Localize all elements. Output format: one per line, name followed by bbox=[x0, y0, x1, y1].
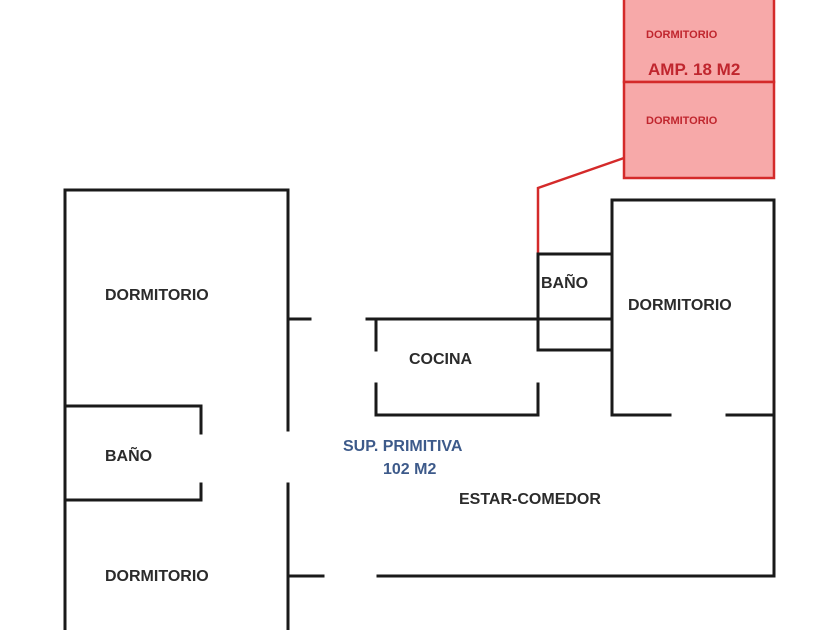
extension-room-bottom-label: DORMITORIO bbox=[646, 115, 718, 127]
room-label-estar-comedor: ESTAR-COMEDOR bbox=[459, 491, 601, 508]
central-walls bbox=[365, 198, 776, 578]
room-label-bano-left: BAÑO bbox=[105, 445, 152, 465]
extension-room-top-label: DORMITORIO bbox=[646, 29, 718, 41]
left-block-walls bbox=[63, 188, 325, 630]
room-label-dormitorio-right: DORMITORIO bbox=[628, 297, 732, 314]
extension-room-top bbox=[622, 0, 776, 84]
room-label-dormitorio-bottom-left: DORMITORIO bbox=[105, 568, 209, 585]
extension-room-bottom bbox=[622, 80, 776, 180]
extension-area-label: AMP. 18 M2 bbox=[648, 60, 740, 79]
extension-connector-line bbox=[536, 156, 625, 254]
primitive-area-line2: 102 M2 bbox=[383, 461, 436, 478]
room-label-cocina: COCINA bbox=[409, 351, 473, 368]
primitive-area-line1: SUP. PRIMITIVA bbox=[343, 438, 463, 455]
extension-block: DORMITORIO AMP. 18 M2 DORMITORIO bbox=[536, 0, 776, 254]
room-label-bano-right: BAÑO bbox=[541, 272, 588, 292]
room-label-dormitorio-top-left: DORMITORIO bbox=[105, 287, 209, 304]
